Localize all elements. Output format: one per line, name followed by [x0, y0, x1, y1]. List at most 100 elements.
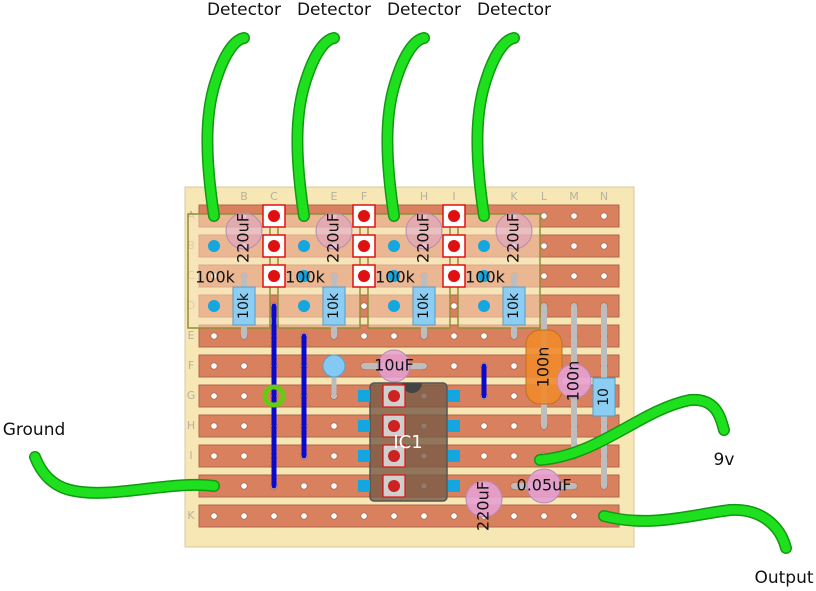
capacitor-220uf — [495, 212, 533, 250]
pin-dot — [448, 270, 460, 282]
hole — [540, 242, 548, 250]
column-label: H — [420, 190, 428, 203]
resistor-100k-label: 100k — [285, 268, 326, 287]
ic-pad-right — [448, 480, 460, 492]
resistor-10 — [592, 377, 616, 417]
capacitor-005uf — [526, 468, 562, 504]
ic-notch — [402, 383, 422, 393]
hole — [450, 332, 458, 340]
hole — [240, 452, 248, 460]
column-label: B — [240, 190, 248, 203]
hole — [360, 332, 368, 340]
hole — [600, 212, 608, 220]
pin-dot — [448, 240, 460, 252]
hole — [210, 512, 218, 520]
hole — [510, 392, 518, 400]
output-wire — [599, 505, 791, 553]
hole — [330, 482, 338, 490]
pin-dot — [358, 270, 370, 282]
detector-wire — [202, 33, 249, 221]
capacitor-100n-film — [525, 329, 563, 405]
pin-dot — [358, 240, 370, 252]
hole — [510, 512, 518, 520]
capacitor-220uf — [225, 212, 263, 250]
hole — [360, 512, 368, 520]
ic-pad-right — [448, 390, 460, 402]
copper-strip — [198, 504, 620, 528]
hole — [210, 332, 218, 340]
connection-dot — [298, 270, 310, 282]
ic-pin — [388, 390, 400, 402]
resistor-100k-label: 100k — [465, 268, 506, 287]
hole — [480, 452, 488, 460]
ic-pin — [388, 480, 400, 492]
hole — [390, 332, 398, 340]
hole — [270, 512, 278, 520]
column-label: K — [510, 190, 518, 203]
hole — [420, 512, 428, 520]
detector-wire — [472, 33, 519, 221]
resistor-10k-label: 10k — [326, 292, 342, 319]
hole — [360, 302, 368, 310]
column-label: I — [452, 190, 455, 203]
pin-dot — [268, 240, 280, 252]
output-label: Output — [754, 568, 813, 588]
ic-pin — [388, 450, 400, 462]
hole — [450, 362, 458, 370]
hole — [210, 392, 218, 400]
detector-wire — [382, 33, 429, 221]
hole — [540, 272, 548, 280]
hole — [510, 362, 518, 370]
ic-pad-right — [448, 420, 460, 432]
capacitor-10uf-label: 10uF — [374, 356, 414, 375]
capacitor-220uf-bottom — [465, 480, 503, 518]
diode-component — [322, 354, 346, 378]
capacitor-220uf-label: 220uF — [324, 213, 343, 263]
column-label: C — [270, 190, 278, 203]
ic-pad-left — [358, 390, 370, 402]
hole — [240, 392, 248, 400]
capacitor-220uf — [315, 212, 353, 250]
detector-label: Detector — [477, 0, 551, 20]
hole — [570, 242, 578, 250]
connection-dot — [388, 300, 400, 312]
resistor-10-label: 10 — [596, 388, 612, 406]
hole — [240, 422, 248, 430]
resistor-10k — [232, 286, 256, 326]
hole — [510, 452, 518, 460]
ic-pad-left — [358, 480, 370, 492]
column-label: L — [541, 190, 548, 203]
row-label: I — [189, 449, 192, 462]
connection-dot — [208, 240, 220, 252]
hole — [540, 212, 548, 220]
hole — [240, 482, 248, 490]
capacitor-220uf-label: 220uF — [414, 213, 433, 263]
resistor-100k-label: 100k — [195, 268, 236, 287]
column-label: N — [600, 190, 608, 203]
detector-wire — [292, 33, 339, 221]
capacitor-220uf — [405, 212, 443, 250]
connection-dot — [208, 300, 220, 312]
resistor-10k-label: 10k — [506, 292, 522, 319]
hole — [600, 272, 608, 280]
hole — [450, 302, 458, 310]
resistor-10k — [412, 286, 436, 326]
resistor-100k-label: 100k — [375, 268, 416, 287]
hole — [570, 272, 578, 280]
pin-dot — [268, 270, 280, 282]
row-label: H — [187, 419, 195, 432]
resistor-10k — [502, 286, 526, 326]
ic-pin — [388, 420, 400, 432]
pin-dot — [268, 210, 280, 222]
ic-pad-left — [358, 450, 370, 462]
ic-pad-left — [358, 420, 370, 432]
detector-label: Detector — [297, 0, 371, 20]
hole — [450, 512, 458, 520]
ground-ring — [262, 384, 286, 408]
ground-wire — [30, 452, 219, 498]
hole — [390, 512, 398, 520]
capacitor-220uf-label: 220uF — [504, 213, 523, 263]
hole — [210, 362, 218, 370]
hole — [210, 452, 218, 460]
connection-dot — [298, 300, 310, 312]
